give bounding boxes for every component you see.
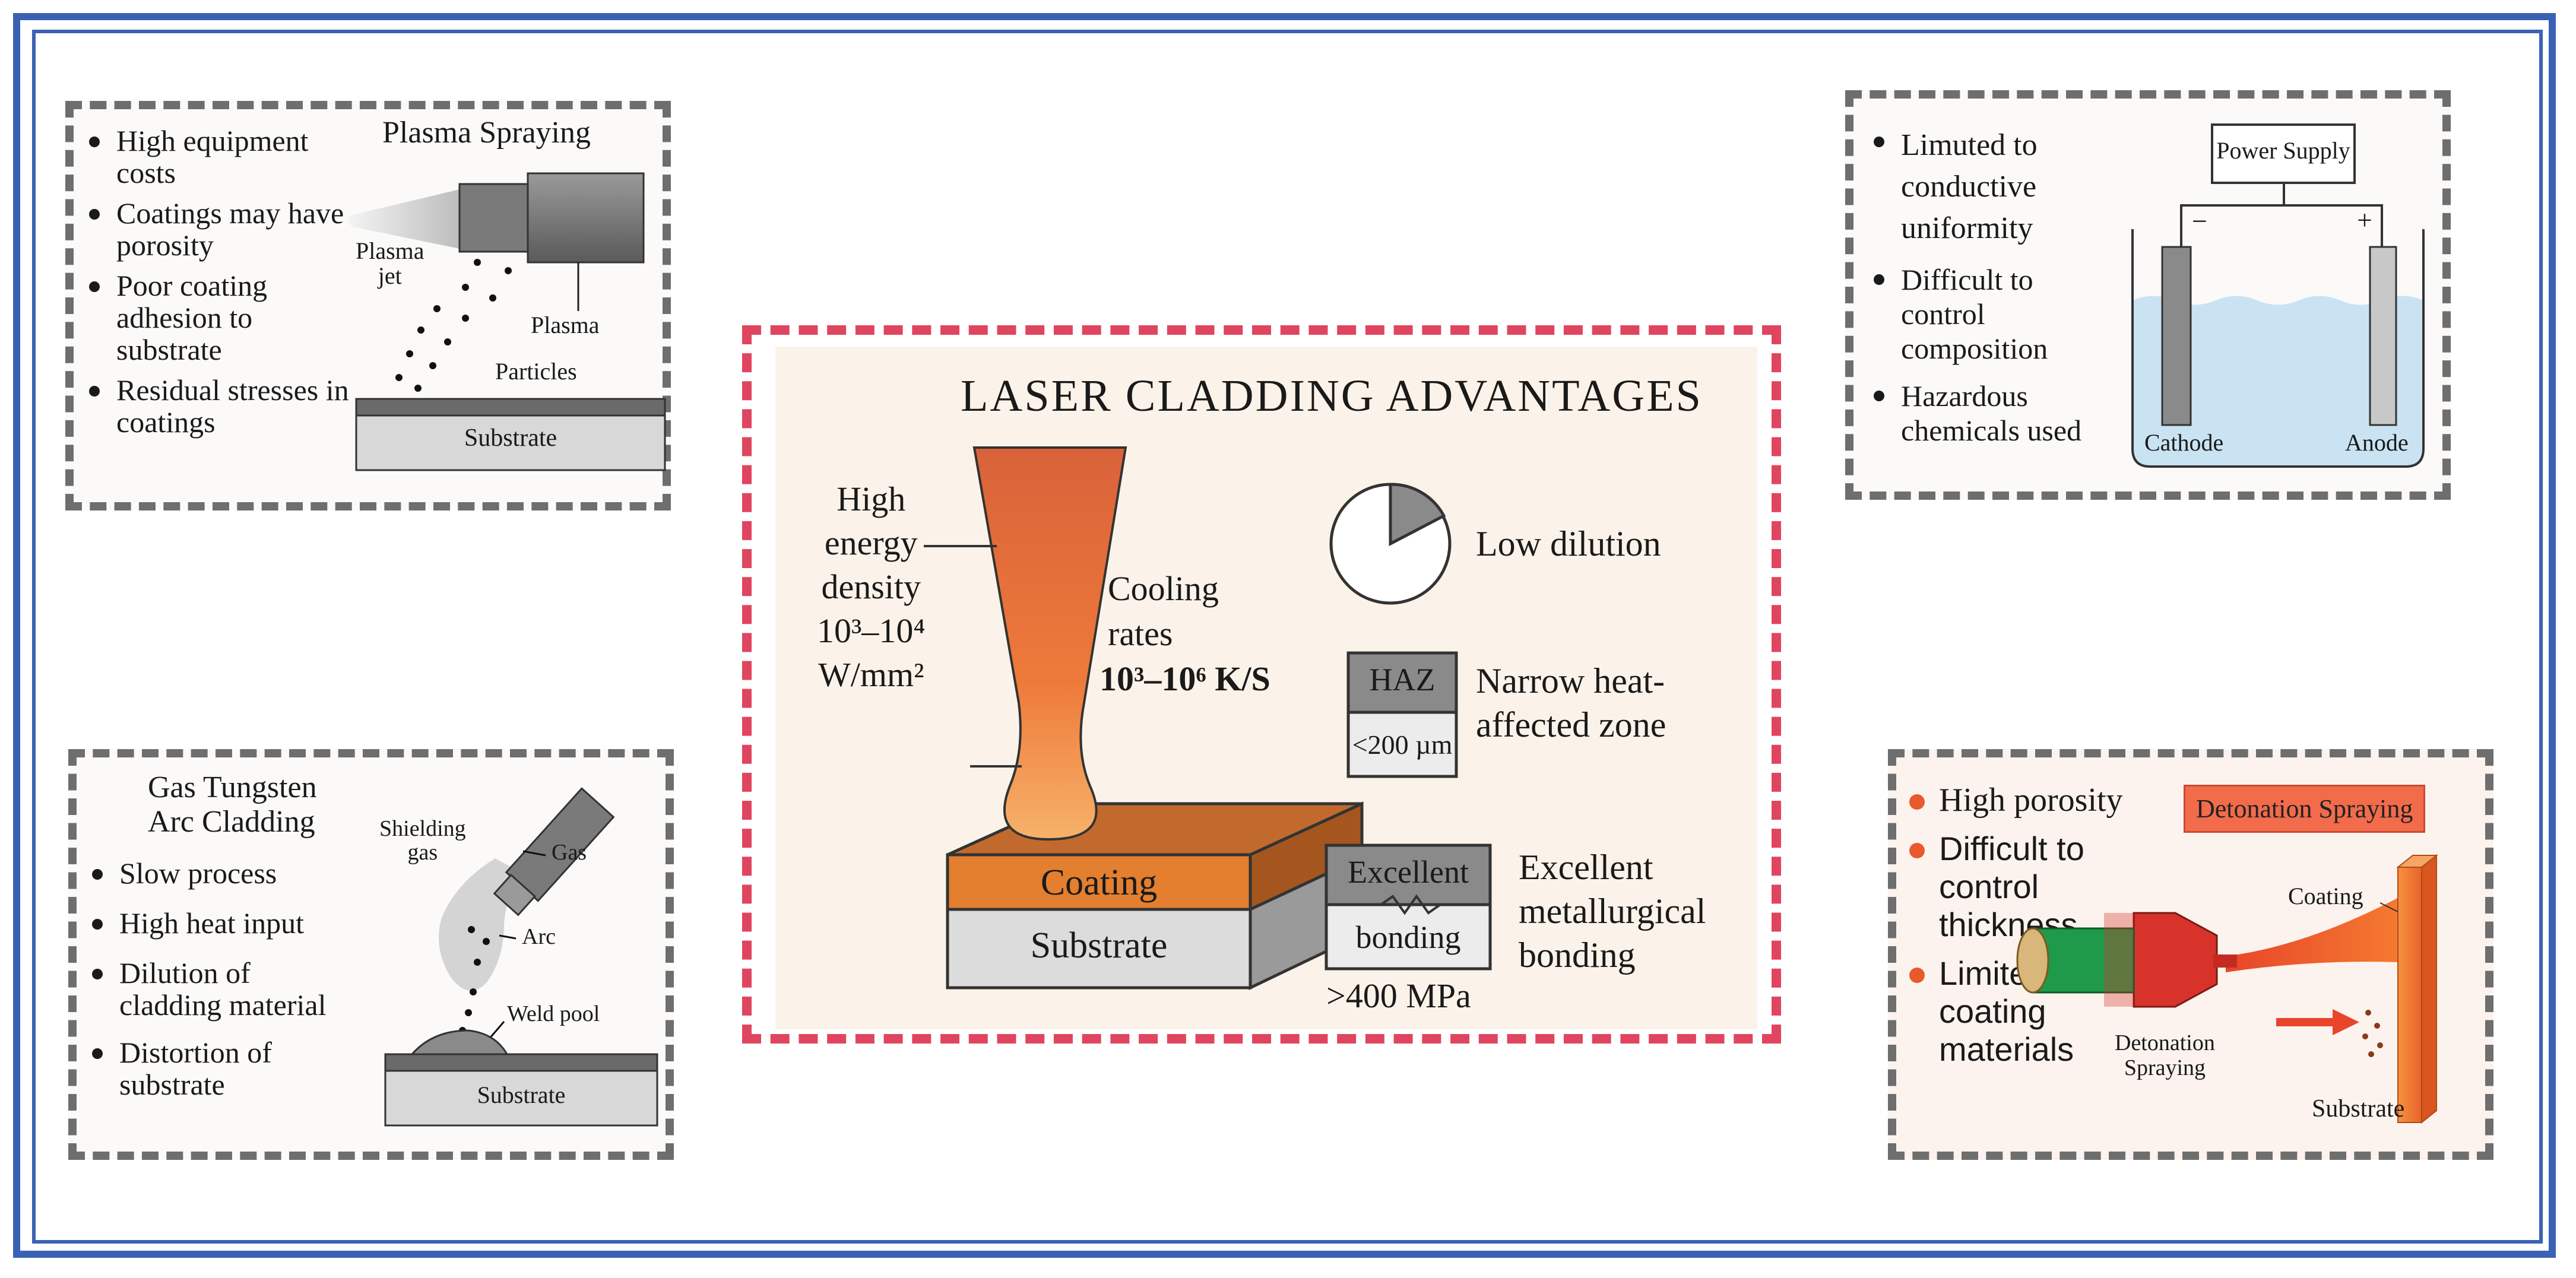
plasma-jet-label: Plasma jet bbox=[356, 239, 424, 288]
plasma-jet-label-line: Plasma bbox=[356, 237, 424, 264]
energy-label-line: density bbox=[821, 567, 921, 606]
detonation-gun-illustration bbox=[2016, 854, 2438, 1124]
detonation-gun-label-line: Detonation bbox=[2115, 1030, 2215, 1055]
gtac-bullet: High heat input bbox=[88, 907, 350, 939]
gtac-bullet-list: Slow process High heat input Dilution of… bbox=[88, 857, 350, 1101]
gtac-title: Gas Tungsten Arc Cladding bbox=[148, 770, 317, 839]
gtac-title-line: Gas Tungsten bbox=[148, 770, 317, 804]
plasma-bullet: High equipment costs bbox=[85, 125, 365, 189]
plasma-bullet: Poor coating adhesion to substrate bbox=[85, 269, 365, 366]
gtac-bullet: Dilution of cladding material bbox=[88, 957, 350, 1021]
inner-frame bbox=[32, 30, 2543, 1244]
plasma-jet-label-line: jet bbox=[378, 262, 402, 289]
detonation-spraying-panel: High porosity Difficult to control thick… bbox=[1888, 749, 2493, 1160]
detonation-gun-label: Detonation Spraying bbox=[2115, 1030, 2215, 1080]
bonding-label-line: bonding bbox=[1519, 935, 1636, 975]
bonding-tag-bottom: bonding bbox=[1355, 919, 1461, 955]
detonation-gun-label-line: Spraying bbox=[2124, 1055, 2206, 1080]
cooling-rates-label: Cooling rates 10³–10⁶ K/S bbox=[1100, 566, 1270, 702]
gtac-title-line: Arc Cladding bbox=[148, 805, 315, 839]
bonding-tag-top: Excellent bbox=[1348, 854, 1469, 890]
narrow-haz-label: Narrow heat- affected zone bbox=[1476, 659, 1666, 747]
energy-label-line: 10³–10⁴ bbox=[817, 611, 926, 650]
shielding-gas-label-line: gas bbox=[407, 840, 438, 865]
energy-label-line: W/mm² bbox=[818, 655, 924, 694]
block-coating-label: Coating bbox=[1040, 862, 1158, 903]
plasma-label: Plasma bbox=[531, 312, 600, 338]
plasma-bullet-list: High equipment costs Coatings may have p… bbox=[85, 125, 365, 438]
cathode-label: Cathode bbox=[2144, 429, 2224, 456]
energy-density-label: High energy density 10³–10⁴ W/mm² bbox=[817, 477, 926, 697]
detonation-bullet: High porosity bbox=[1908, 781, 2146, 819]
particle-dots bbox=[395, 259, 512, 392]
bonding-label-line: Excellent bbox=[1519, 848, 1653, 887]
power-supply-label: Power Supply bbox=[2216, 137, 2350, 164]
bonding-label-line: metallurgical bbox=[1519, 892, 1706, 931]
plus-sign: + bbox=[2357, 205, 2372, 235]
plasma-substrate-label: Substrate bbox=[464, 424, 557, 452]
electro-bullet: Hazardous chemicals used bbox=[1870, 379, 2096, 448]
weld-pool-label: Weld pool bbox=[507, 1001, 600, 1026]
haz-label-line: Narrow heat- bbox=[1476, 661, 1665, 700]
plasma-bullet: Residual stresses in coatings bbox=[85, 374, 365, 438]
detonation-substrate-label: Substrate bbox=[2312, 1095, 2405, 1122]
cooling-label-line: Cooling bbox=[1108, 569, 1219, 608]
gtac-bullet: Distortion of substrate bbox=[88, 1036, 350, 1101]
detonation-bullet: Difficult to control thickness bbox=[1908, 830, 2146, 944]
gas-label: Gas bbox=[552, 840, 587, 865]
particles-label: Particles bbox=[495, 358, 577, 385]
minus-sign: − bbox=[2192, 206, 2207, 236]
gtac-torch-illustration bbox=[384, 787, 658, 1127]
cooling-rate-value: 10³–10⁶ K/S bbox=[1100, 659, 1270, 698]
haz-label-line: affected zone bbox=[1476, 705, 1666, 744]
shielding-gas-label-line: Shielding bbox=[379, 816, 466, 841]
arc-label: Arc bbox=[522, 924, 556, 949]
electro-bullet: Limuted to conductive uniformity bbox=[1870, 125, 2096, 249]
laser-cladding-panel: LASER CLADDING ADVANTAGES Hig bbox=[742, 325, 1781, 1044]
haz-tag: HAZ bbox=[1369, 662, 1436, 697]
laser-beam-block-illustration bbox=[924, 446, 1492, 990]
plasma-bullet: Coatings may have porosity bbox=[85, 197, 365, 261]
bonding-strength: >400 MPa bbox=[1326, 976, 1471, 1015]
electro-bullet-list: Limuted to conductive uniformity Difficu… bbox=[1870, 125, 2096, 448]
gtac-bullet: Slow process bbox=[88, 857, 350, 889]
coating-label: Coating bbox=[2288, 883, 2363, 909]
laser-title: LASER CLADDING ADVANTAGES bbox=[961, 371, 1703, 421]
energy-label-line: energy bbox=[824, 524, 918, 562]
haz-size: <200 µm bbox=[1352, 730, 1453, 760]
block-substrate-label: Substrate bbox=[1030, 925, 1168, 966]
plasma-spraying-panel: High equipment costs Coatings may have p… bbox=[65, 101, 671, 510]
metallurgical-bonding-label: Excellent metallurgical bonding bbox=[1519, 845, 1706, 977]
electroplating-cell-illustration bbox=[2131, 123, 2425, 468]
plasma-gun-illustration bbox=[348, 172, 666, 471]
gtac-substrate-label: Substrate bbox=[477, 1082, 566, 1108]
low-dilution-label: Low dilution bbox=[1476, 524, 1661, 563]
outer-frame bbox=[13, 13, 2556, 1258]
electroplating-panel: Limuted to conductive uniformity Difficu… bbox=[1845, 90, 2451, 500]
cooling-label-line: rates bbox=[1108, 614, 1173, 653]
detonation-title-badge: Detonation Spraying bbox=[2184, 785, 2426, 833]
electro-bullet: Difficult to control composition bbox=[1870, 262, 2096, 366]
anode-label: Anode bbox=[2345, 429, 2409, 456]
plasma-title: Plasma Spraying bbox=[382, 116, 591, 150]
shielding-gas-label: Shielding gas bbox=[379, 817, 466, 864]
gtac-panel: Gas Tungsten Arc Cladding Slow process H… bbox=[68, 749, 674, 1160]
energy-label-line: High bbox=[837, 480, 906, 518]
